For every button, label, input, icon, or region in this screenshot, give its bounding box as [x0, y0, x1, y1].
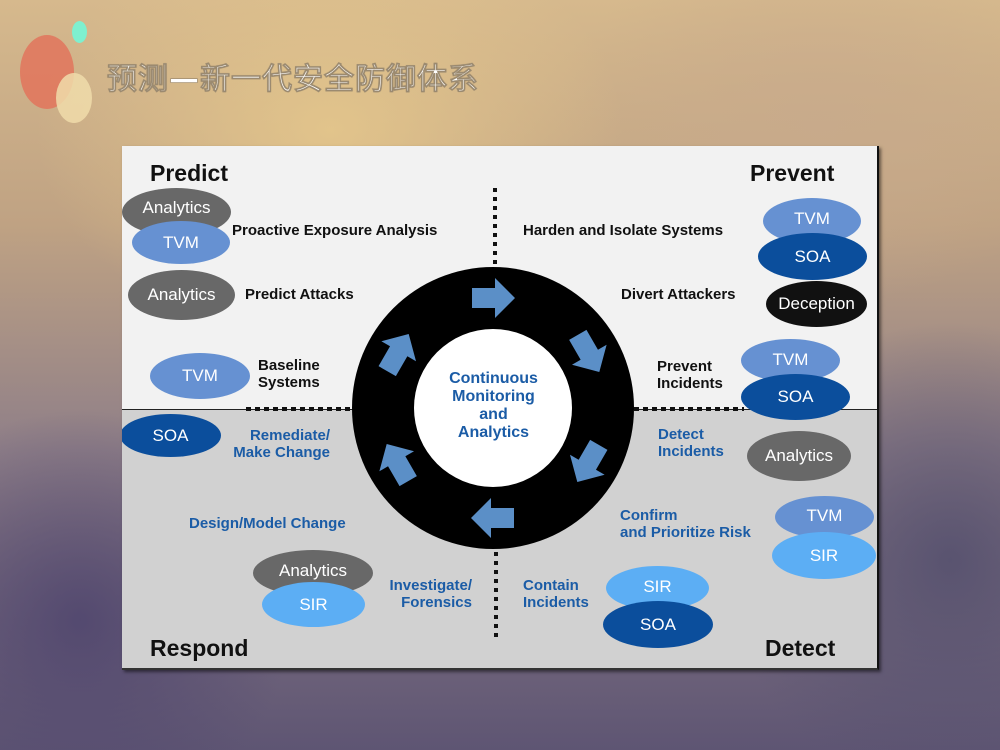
baseline-line-1: Baseline [258, 357, 320, 374]
tag-soa-contain: SOA [603, 601, 713, 648]
quadrant-prevent: Prevent [750, 160, 835, 186]
tag-tvm-confirm: TVM [775, 496, 874, 538]
quadrant-detect: Detect [765, 635, 836, 661]
tag-soa-remediate: SOA [122, 414, 221, 457]
decor-circle-mint [72, 21, 87, 43]
confirm-line-1: Confirm [620, 507, 678, 524]
tag-analytics-investigate: Analytics [253, 550, 373, 596]
remediate-line-2: Make Change [233, 444, 330, 461]
quadrant-predict: Predict [150, 160, 228, 186]
tag-soa-harden: SOA [758, 233, 867, 280]
cycle-graphic [246, 188, 744, 638]
tag-sir-confirm: SIR [772, 532, 876, 579]
cycle-arrow-icon [569, 329, 607, 373]
tag-tvm-baseline: TVM [150, 353, 250, 399]
tag-sir-investigate: SIR [262, 582, 365, 627]
detect-incidents-line-1: Detect [658, 426, 704, 443]
tag-deception: Deception [766, 281, 867, 327]
investigate-line-1: Investigate/ [389, 577, 472, 594]
activity-detect-incidents: Detect Incidents [658, 426, 724, 460]
quadrant-respond: Respond [150, 635, 249, 661]
contain-line-2: Incidents [523, 594, 589, 611]
activity-prevent-incidents: Prevent Incidents [657, 358, 723, 392]
cycle-arrow-icon [471, 498, 514, 538]
center-label: Continuous Monitoring and Analytics [415, 370, 572, 442]
activity-baseline-systems: Baseline Systems [258, 357, 320, 391]
cycle-arrow-icon [569, 439, 608, 483]
activity-design-model-change: Design/Model Change [189, 515, 346, 532]
center-line-2: Monitoring [452, 388, 535, 405]
activity-contain-incidents: Contain Incidents [523, 577, 589, 611]
cycle-arrow-icon [472, 278, 515, 318]
activity-confirm-prioritize: Confirm and Prioritize Risk [620, 507, 751, 541]
remediate-line-1: Remediate/ [249, 427, 330, 444]
center-line-3: and [479, 406, 508, 423]
tag-tvm-exposure: TVM [132, 221, 230, 264]
activity-proactive-exposure: Proactive Exposure Analysis [232, 222, 438, 239]
cycle-arrow-icon [378, 333, 417, 377]
center-line-4: Analytics [457, 424, 530, 441]
cycle-arrow-icon [379, 443, 417, 487]
activity-harden-isolate: Harden and Isolate Systems [523, 222, 724, 239]
decor-circle-cream [56, 73, 92, 123]
activity-investigate-forensics: Investigate/ Forensics [372, 577, 472, 611]
slide-title: 预测—新一代安全防御体系 [107, 62, 479, 98]
baseline-line-2: Systems [258, 374, 320, 391]
center-line-1: Continuous [449, 370, 538, 387]
defense-cycle-diagram: Continuous Monitoring and Analytics Pred… [122, 146, 879, 670]
tag-analytics-detect: Analytics [747, 431, 851, 481]
activity-divert-attackers: Divert Attackers [621, 286, 736, 303]
confirm-line-2: and Prioritize Risk [620, 524, 751, 541]
activity-predict-attacks: Predict Attacks [245, 286, 354, 303]
contain-line-1: Contain [523, 577, 579, 594]
cycle-inner-circle [414, 329, 572, 487]
tag-analytics-predict: Analytics [128, 270, 235, 320]
prevent-incidents-line-2: Incidents [657, 375, 723, 392]
detect-incidents-line-2: Incidents [658, 443, 724, 460]
tag-soa-prevent: SOA [741, 374, 850, 420]
investigate-line-2: Forensics [401, 594, 472, 611]
activity-remediate: Remediate/ Make Change [216, 427, 330, 461]
prevent-incidents-line-1: Prevent [657, 358, 713, 375]
